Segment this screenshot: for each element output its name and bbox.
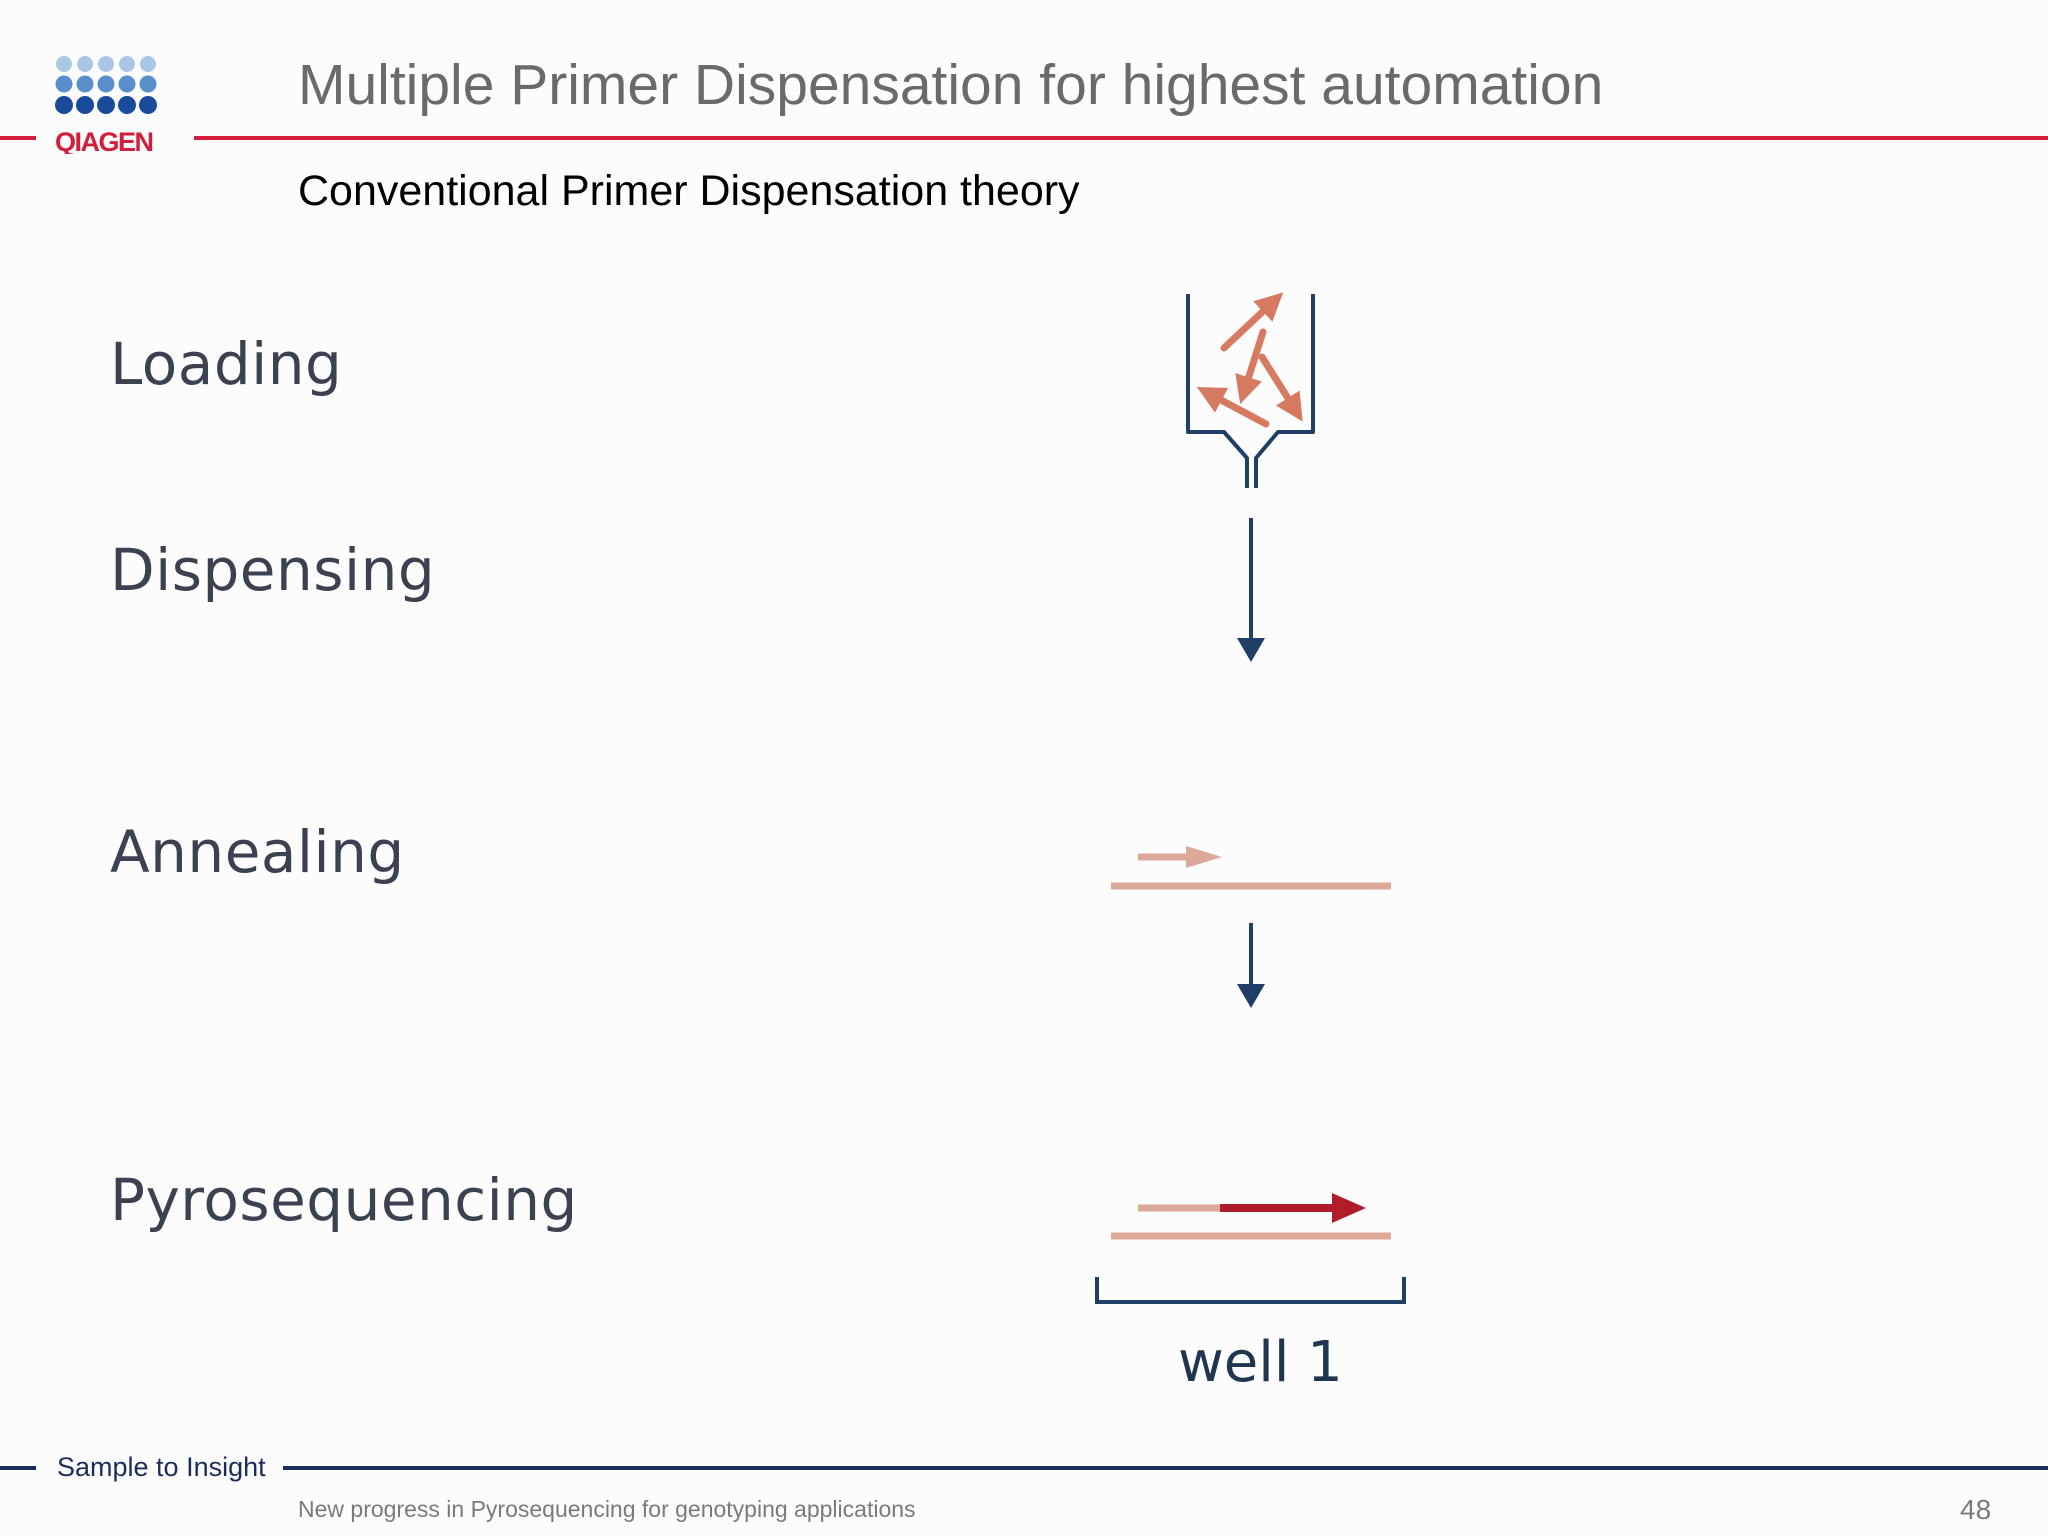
annealing-primer-arrow bbox=[1138, 846, 1222, 868]
well-bracket bbox=[1095, 1277, 1406, 1304]
footer-text: New progress in Pyrosequencing for genot… bbox=[298, 1496, 916, 1522]
primer-molecule-arrow bbox=[1220, 292, 1284, 352]
step-label-pyrosequencing: Pyrosequencing bbox=[110, 1166, 578, 1234]
well-label: well 1 bbox=[1178, 1330, 1343, 1395]
pyro-extension-arrow bbox=[1220, 1193, 1366, 1223]
annealing-down-arrow bbox=[1237, 923, 1265, 1008]
footer-rule bbox=[283, 1466, 2048, 1470]
footer-tagline: Sample to Insight bbox=[57, 1452, 266, 1482]
qiagen-logo: QIAGEN bbox=[54, 56, 180, 154]
logo-wordmark: QIAGEN bbox=[55, 127, 153, 154]
footer-rule-left bbox=[0, 1466, 36, 1470]
step-label-dispensing: Dispensing bbox=[110, 536, 436, 604]
primer-molecule-arrow bbox=[1235, 328, 1267, 405]
slide-title: Multiple Primer Dispensation for highest… bbox=[298, 53, 1604, 117]
primer-molecules bbox=[1196, 292, 1303, 428]
dispensing-arrow bbox=[1237, 518, 1265, 662]
dispenser-cartridge bbox=[1186, 294, 1315, 488]
step-label-annealing: Annealing bbox=[110, 818, 405, 886]
title-rule bbox=[194, 136, 2048, 140]
primer-molecule-arrow bbox=[1258, 353, 1303, 422]
logo-dots bbox=[56, 56, 156, 72]
page-number: 48 bbox=[1960, 1494, 1992, 1525]
primer-molecule-arrow bbox=[1196, 387, 1270, 428]
step-label-loading: Loading bbox=[110, 330, 343, 398]
title-rule-left bbox=[0, 136, 36, 140]
slide-subtitle: Conventional Primer Dispensation theory bbox=[298, 167, 1080, 215]
